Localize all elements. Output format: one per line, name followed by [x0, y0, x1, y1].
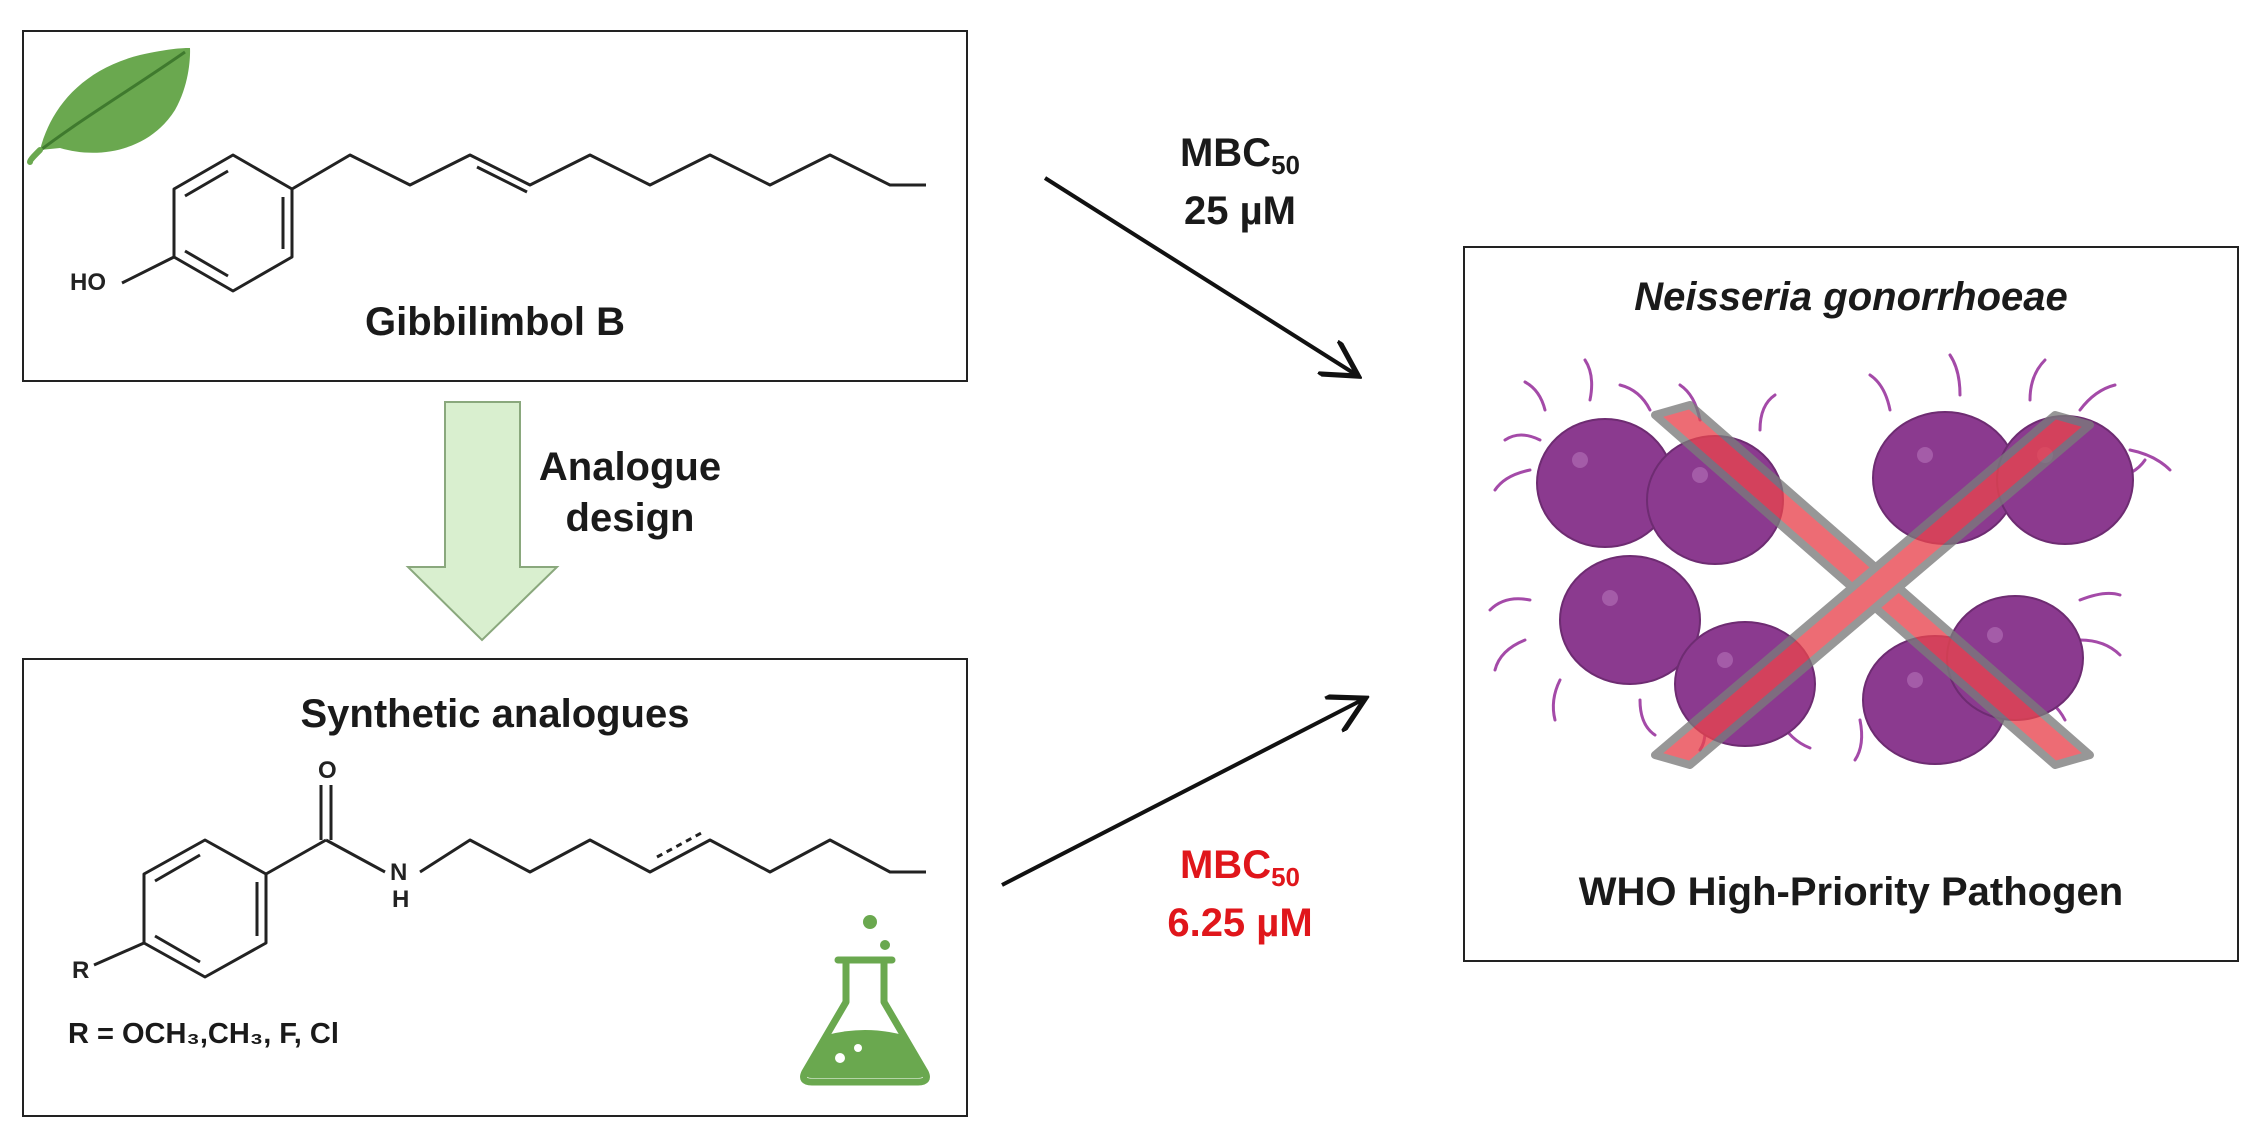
leaf-icon [27, 47, 191, 165]
design-label-line1: Analogue [538, 445, 722, 489]
amide-nitrogen: N [390, 859, 407, 886]
pathogen-name: Neisseria gonorrhoeae [1634, 275, 2068, 319]
design-label-line2: design [565, 496, 695, 540]
mbc-bottom-value: 6.25 µM [1167, 900, 1313, 945]
mbc-bottom-subscript: 50 [1271, 861, 1300, 892]
flask-icon [800, 915, 930, 1086]
amide-hydrogen: H [392, 886, 409, 913]
substituent-list: R = OCH₃,CH₃, F, Cl [68, 1018, 339, 1050]
inhibition-cross-icon [1651, 401, 2094, 769]
mbc-top-value: 25 µM [1184, 188, 1296, 233]
gibbilimbol-structure [121, 153, 926, 293]
analogue-structure [93, 785, 926, 979]
mbc-bottom-label: MBC50 6.25 µM [1100, 842, 1380, 946]
mbc-top-subscript: 50 [1271, 149, 1300, 180]
amide-oxygen: O [318, 757, 337, 784]
pathogen-caption: WHO High-Priority Pathogen [1578, 870, 2124, 914]
mbc-top-label: MBC50 25 µM [1100, 130, 1380, 234]
r-group-label: R [72, 957, 89, 984]
arrow-to-pathogen-top [1043, 176, 1355, 374]
analogues-panel [22, 658, 968, 1117]
mbc-top-metric: MBC [1179, 131, 1272, 175]
mbc-bottom-metric: MBC [1179, 843, 1272, 887]
gibbilimbol-title: Gibbilimbol B [365, 300, 625, 344]
design-arrow [405, 401, 560, 642]
hydroxyl-label: HO [70, 269, 106, 296]
arrow-to-pathogen-bottom [1001, 700, 1362, 887]
bacteria-illustration [1488, 353, 2172, 765]
analogues-title: Synthetic analogues [300, 692, 690, 736]
